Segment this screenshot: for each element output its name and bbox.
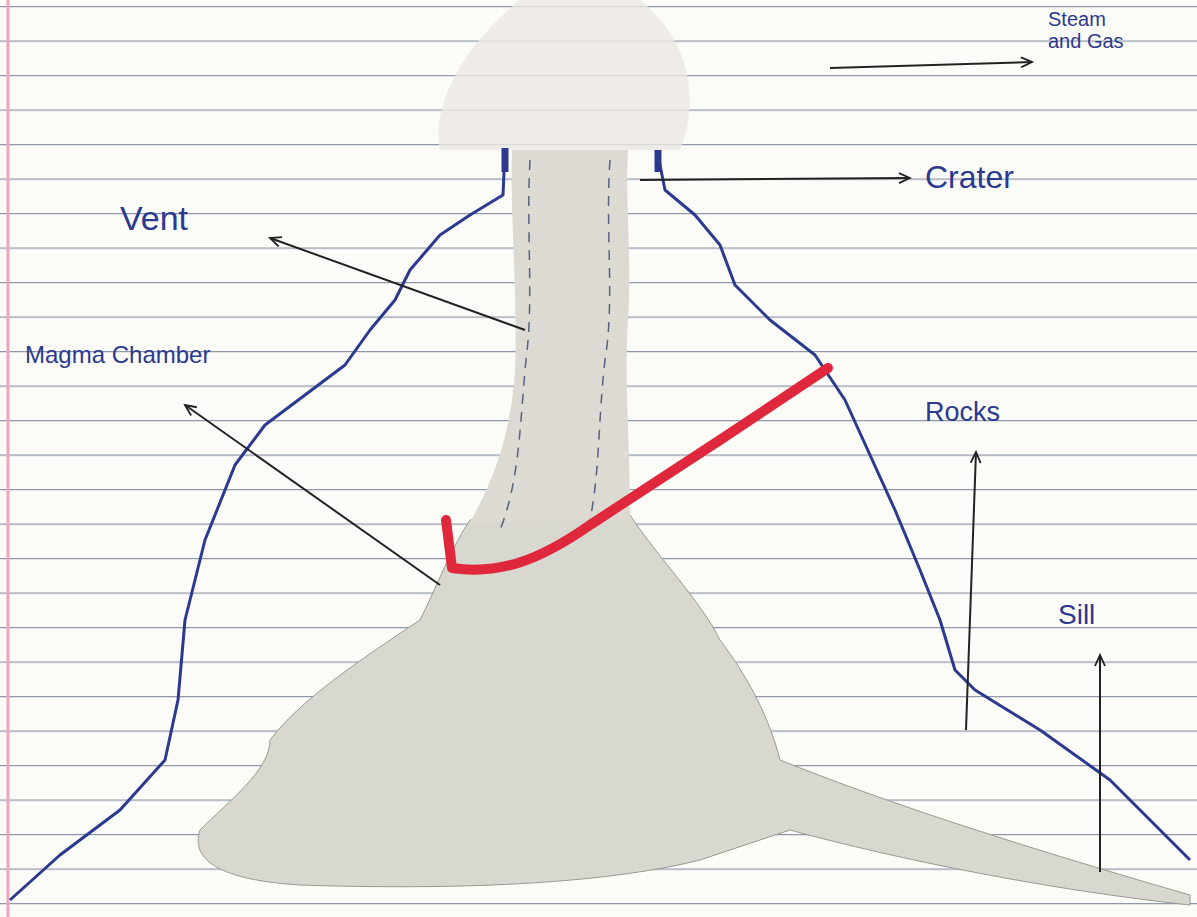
magma-chamber-shading xyxy=(198,515,1190,905)
volcano-outline xyxy=(10,150,505,900)
vent-label: Vent xyxy=(120,200,188,237)
volcano-outline xyxy=(658,155,1190,860)
leader-arrow xyxy=(185,405,440,585)
leader-arrow xyxy=(270,238,525,330)
vent-wall xyxy=(500,160,530,530)
leader-arrow xyxy=(830,62,1032,68)
leader-arrow xyxy=(640,178,910,180)
margin-line xyxy=(7,0,10,917)
magma-chamber-label: Magma Chamber xyxy=(25,342,210,368)
steam-label: Steam and Gas xyxy=(1048,8,1140,52)
red-highlight xyxy=(446,368,828,570)
vent-shading xyxy=(470,150,630,522)
leader-arrow xyxy=(966,452,976,730)
vent-wall xyxy=(590,160,610,520)
crater-rim xyxy=(502,148,509,172)
crater-label: Crater xyxy=(925,160,1014,195)
rocks-label: Rocks xyxy=(925,398,1000,428)
crater-rim xyxy=(655,150,662,172)
sill-label: Sill xyxy=(1058,600,1095,631)
leader-arrow xyxy=(1099,655,1101,872)
steam-cloud xyxy=(438,0,689,150)
